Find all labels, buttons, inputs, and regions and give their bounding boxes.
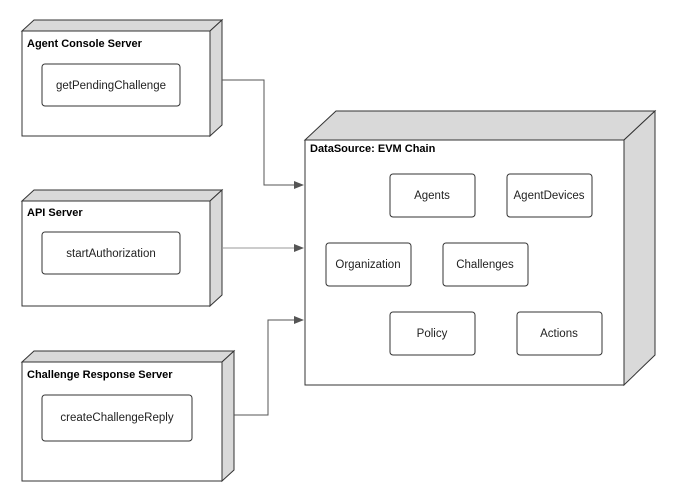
- entity-label: Organization: [335, 259, 400, 271]
- method-create-challenge-reply[interactable]: createChallengeReply: [41, 394, 193, 442]
- node-title: Challenge Response Server: [27, 369, 173, 381]
- entity-organization[interactable]: Organization: [325, 242, 412, 287]
- node-datasource-evm-chain[interactable]: DataSource: EVM Chain Agents AgentDevice…: [303, 109, 657, 387]
- node-agent-console-server[interactable]: Agent Console Server getPendingChallenge: [20, 18, 224, 138]
- connector-agent-console-to-datasource: [222, 79, 304, 189]
- entity-agents[interactable]: Agents: [389, 173, 476, 218]
- entity-actions[interactable]: Actions: [516, 311, 603, 356]
- connector-challenge-response-to-datasource: [234, 316, 304, 416]
- method-label: createChallengeReply: [60, 412, 173, 424]
- node-challenge-response-server[interactable]: Challenge Response Server createChalleng…: [20, 349, 236, 483]
- entity-label: Actions: [540, 328, 578, 340]
- method-label: startAuthorization: [66, 248, 156, 260]
- method-start-authorization[interactable]: startAuthorization: [41, 231, 181, 275]
- entity-challenges[interactable]: Challenges: [442, 242, 529, 287]
- entity-label: AgentDevices: [514, 190, 585, 202]
- entity-policy[interactable]: Policy: [389, 311, 476, 356]
- node-title: API Server: [27, 207, 83, 219]
- entity-label: Challenges: [456, 259, 514, 271]
- node-title: Agent Console Server: [27, 38, 143, 50]
- node-title: DataSource: EVM Chain: [310, 143, 436, 155]
- method-label: getPendingChallenge: [56, 80, 166, 92]
- entity-agent-devices[interactable]: AgentDevices: [506, 173, 593, 218]
- entity-label: Policy: [417, 328, 448, 340]
- method-get-pending-challenge[interactable]: getPendingChallenge: [41, 63, 181, 107]
- node-api-server[interactable]: API Server startAuthorization: [20, 188, 224, 308]
- entity-label: Agents: [414, 190, 450, 202]
